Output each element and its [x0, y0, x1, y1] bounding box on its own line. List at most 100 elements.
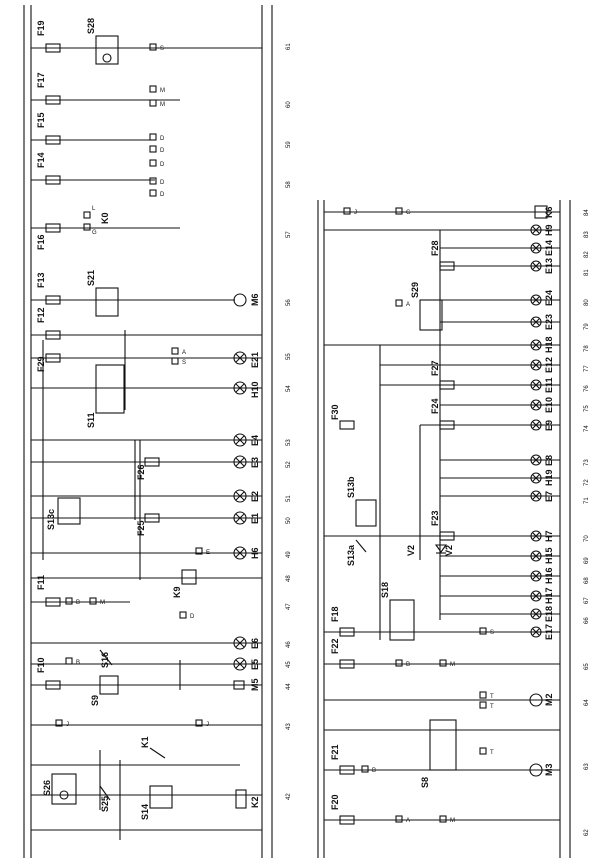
right-fuses: F28 F27 F30 F24 F23 F18 F22 F21 F20 [330, 240, 455, 825]
fuse-f20: F20 [330, 794, 355, 825]
switch-s18: S18 [380, 582, 415, 641]
fuse-f16: F16 [36, 223, 61, 250]
fuse-f13: F13 [36, 272, 61, 305]
lamp-e17: E17 [530, 624, 554, 640]
switch-s14: S14 [140, 785, 173, 820]
svg-text:E6: E6 [250, 638, 260, 649]
connector-d: D [149, 145, 165, 154]
column-number: 58 [286, 181, 292, 188]
svg-text:F29: F29 [36, 356, 46, 372]
connector-m: M [89, 597, 105, 606]
connector-j: J [195, 719, 209, 728]
column-number: 49 [286, 551, 292, 558]
connector-a: A [395, 815, 410, 824]
fuse-f24: F24 [430, 398, 455, 430]
left-fuses: F19 F17 F15 F14 F16 F13 F12 F29 F26 F25 … [36, 20, 160, 690]
fuse-f23: F23 [430, 510, 455, 541]
column-number: 65 [584, 663, 590, 670]
relay-k2: K2 [235, 789, 260, 809]
svg-text:H15: H15 [544, 547, 554, 564]
column-number: 81 [584, 269, 590, 276]
svg-text:V2: V2 [406, 545, 416, 556]
column-number: 68 [584, 577, 590, 584]
svg-text:S21: S21 [86, 270, 96, 286]
svg-text:H17: H17 [544, 587, 554, 604]
svg-text:S13a: S13a [346, 544, 356, 566]
left-lamps: E21 H10 E4 E3 E2 E1 H6 E6 E5 [233, 351, 260, 671]
column-number: 56 [286, 299, 292, 306]
svg-text:G: G [406, 210, 411, 216]
svg-text:F18: F18 [330, 606, 340, 622]
fuse-f21: F21 [330, 744, 355, 775]
svg-text:E3: E3 [250, 457, 260, 468]
connector-a: A [395, 299, 410, 308]
connector-b: B [65, 657, 80, 666]
svg-text:F20: F20 [330, 794, 340, 810]
switch-s13a: S13a [346, 539, 367, 566]
motor-m2: M2 [529, 693, 554, 707]
svg-text:F25: F25 [136, 520, 146, 536]
motor-m5: M5 [233, 678, 260, 691]
svg-text:H9: H9 [544, 224, 554, 236]
svg-text:E17: E17 [544, 624, 554, 640]
connector-m: M [149, 99, 165, 108]
column-number: 66 [584, 617, 590, 624]
lamp-h15: H15 [530, 547, 554, 564]
connector-d: D [149, 159, 165, 168]
svg-text:J: J [66, 722, 69, 728]
svg-text:K6: K6 [544, 206, 554, 218]
column-number: 77 [584, 365, 590, 372]
svg-text:E24: E24 [544, 290, 554, 306]
switch-s9: S9 [90, 675, 119, 706]
svg-text:F15: F15 [36, 112, 46, 128]
column-number: 60 [286, 101, 292, 108]
lamp-e23: E23 [530, 314, 554, 330]
column-number: 69 [584, 557, 590, 564]
svg-text:T: T [490, 750, 494, 756]
connector-s: S [149, 43, 164, 52]
fuse-f28: F28 [430, 240, 455, 271]
lamp-e12: E12 [530, 357, 554, 373]
switch-s28: S28 [86, 18, 119, 65]
svg-text:D: D [160, 148, 165, 154]
column-number: 42 [286, 793, 292, 800]
svg-text:H10: H10 [250, 381, 260, 398]
connector-m: M [439, 659, 455, 668]
fuse-f26: F26 [136, 457, 160, 480]
svg-text:S: S [490, 630, 494, 636]
connector-t: T [479, 747, 494, 756]
connector-b: B [395, 659, 410, 668]
lamp-h17: H17 [530, 587, 554, 604]
svg-text:J: J [354, 210, 357, 216]
lamp-h16: H16 [530, 567, 554, 584]
svg-text:E12: E12 [544, 357, 554, 373]
connector-m: M [439, 815, 455, 824]
column-number: 76 [584, 385, 590, 392]
svg-text:S8: S8 [420, 777, 430, 788]
motor-m6: M6 [233, 293, 260, 307]
connector-b: B [361, 765, 376, 774]
svg-text:M3: M3 [544, 763, 554, 776]
svg-text:E2: E2 [250, 491, 260, 502]
column-number: 50 [286, 517, 292, 524]
svg-text:E13: E13 [544, 258, 554, 274]
lamp-h6: H6 [233, 546, 260, 560]
svg-text:K2: K2 [250, 796, 260, 808]
switch-s13b: S13b [346, 476, 377, 527]
lamp-e2: E2 [233, 489, 260, 503]
svg-text:E21: E21 [250, 352, 260, 368]
column-number: 53 [286, 439, 292, 446]
column-number: 51 [286, 495, 292, 502]
lamp-e7: E7 [530, 490, 554, 502]
svg-text:S9: S9 [90, 695, 100, 706]
svg-text:E18: E18 [544, 606, 554, 622]
switch-s26: S26 [42, 773, 77, 805]
column-number: 52 [286, 461, 292, 468]
column-number: 79 [584, 323, 590, 330]
column-number: 57 [286, 231, 292, 238]
svg-text:F30: F30 [330, 404, 340, 420]
svg-text:S13b: S13b [346, 476, 356, 498]
fuse-f18: F18 [330, 606, 355, 637]
svg-text:S13c: S13c [46, 509, 56, 530]
relay-k9: K9 [172, 569, 197, 598]
